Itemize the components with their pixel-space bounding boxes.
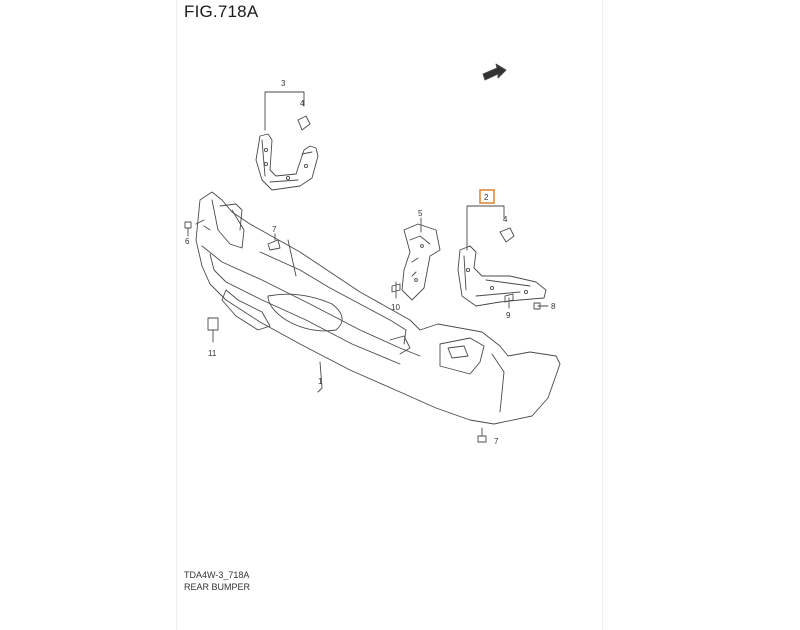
callout-bracket-2 [466, 205, 505, 251]
screw-7a [267, 233, 281, 251]
callout-4a: 4 [300, 99, 305, 108]
leader-1 [317, 361, 323, 393]
diagram-code: TDA4W-3_718A [184, 570, 250, 580]
fwd-arrow-icon [482, 63, 507, 81]
screw-10 [391, 283, 401, 293]
callout-11: 11 [208, 349, 217, 358]
callout-7a: 7 [272, 225, 277, 234]
leader-7a [287, 239, 297, 277]
diagram-sheet [176, 0, 603, 630]
bracket-left-upper [255, 115, 319, 191]
screw-7b [477, 427, 487, 443]
side-stay-5 [401, 223, 441, 301]
screw-8 [533, 302, 541, 310]
figure-title: FIG.718A [184, 2, 259, 21]
callout-6: 6 [185, 237, 190, 246]
callout-bracket-3 [264, 91, 305, 131]
rear-bumper-cover [195, 191, 561, 425]
callout-3: 3 [281, 79, 286, 88]
screw-9 [504, 293, 514, 303]
clip-11 [207, 317, 219, 343]
callout-5: 5 [418, 209, 423, 218]
callout-2: 2 [484, 193, 489, 202]
callout-9: 9 [506, 311, 511, 320]
callout-10: 10 [391, 303, 400, 312]
screw-6 [184, 221, 192, 237]
callout-7b: 7 [494, 437, 499, 446]
callout-2-highlight [479, 189, 495, 204]
bracket-right-2 [457, 227, 547, 307]
callout-8: 8 [551, 302, 556, 311]
diagram-name: REAR BUMPER [184, 582, 251, 592]
callout-1: 1 [318, 377, 323, 386]
callout-4b: 4 [503, 215, 508, 224]
